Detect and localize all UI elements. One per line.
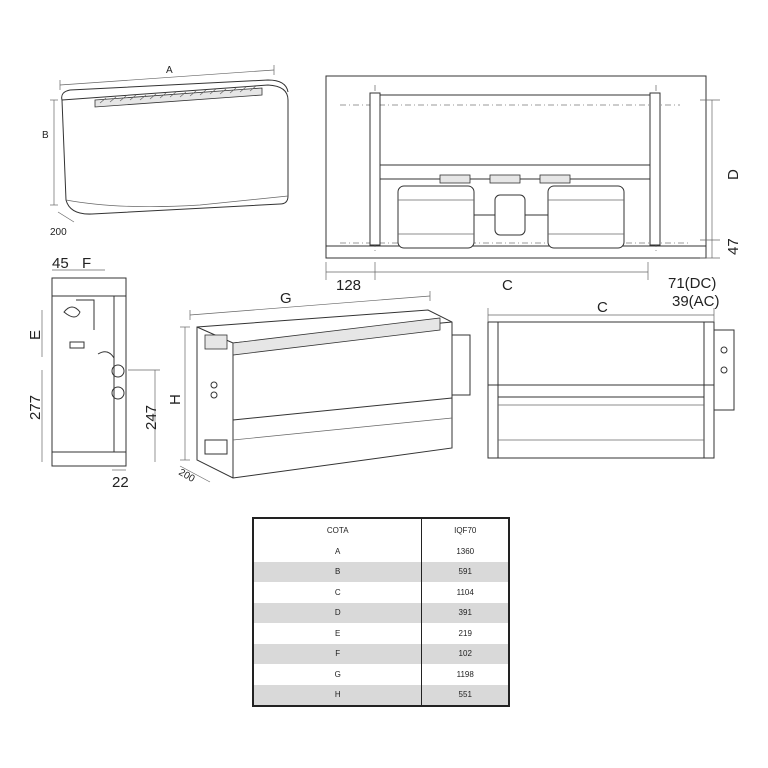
table-row: E 219 [253,623,509,644]
table-cell-value: 102 [421,643,509,664]
dimension-71dc-label: 71(DC) [668,275,716,292]
dimension-c-front-label: C [597,299,608,316]
depth-200-iso-label: 200 [177,467,197,485]
dimension-247-label: 247 [143,405,160,430]
dimension-d-label: D [725,169,742,180]
table-row: A 1360 [253,541,509,562]
dimension-f-label: F [82,255,91,272]
table-header-model: IQF70 [421,518,509,541]
table-cell-value: 219 [458,628,472,638]
dimension-e-label: E [27,330,44,340]
dimension-47-label: 47 [725,238,742,255]
dimension-h-label: H [167,394,184,405]
dimension-b-label: B [42,130,49,141]
table-cell-cota: E [253,623,423,644]
table-cell-value: 591 [421,561,509,582]
table-cell-value: 1198 [456,669,474,679]
iso-view: G H 200 [167,290,471,485]
top-view: D 47 128 C [325,75,742,294]
depth-200-label: 200 [50,227,67,238]
dimension-22-label: 22 [112,474,129,491]
table-cell-cota: F [253,643,423,664]
table-cell-value: 1104 [456,587,474,597]
table-cell-cota: B [253,561,423,582]
table-row: C 1104 [253,582,509,603]
dimension-39ac-label: 39(AC) [672,293,720,310]
dimension-128-label: 128 [336,277,361,294]
side-view: 45 F E 277 247 22 [27,255,160,491]
table-cell-cota: G [253,664,423,685]
dimension-277-label: 277 [27,395,44,420]
dimension-c-top-label: C [502,277,513,294]
front-open-view: C 71(DC) 39(AC) [487,275,735,459]
table-header-row: COTA IQF70 [253,518,509,541]
table-cell-cota: D [253,602,423,623]
table-cell-cota: A [253,541,423,562]
cabinet-front-view: A B 200 [42,65,289,238]
dimension-a-label: A [166,65,173,76]
table-cell-value: 391 [421,602,509,623]
table-cell-value: 551 [421,684,509,706]
table-cell-value: 1360 [456,546,475,556]
table-cell-cota: C [253,582,423,603]
table-cell-cota: H [253,684,423,706]
table-row: G 1198 [253,664,509,685]
dimension-g-label: G [280,290,292,307]
table-header-cota: COTA [253,518,423,541]
dimension-45-label: 45 [52,255,69,272]
